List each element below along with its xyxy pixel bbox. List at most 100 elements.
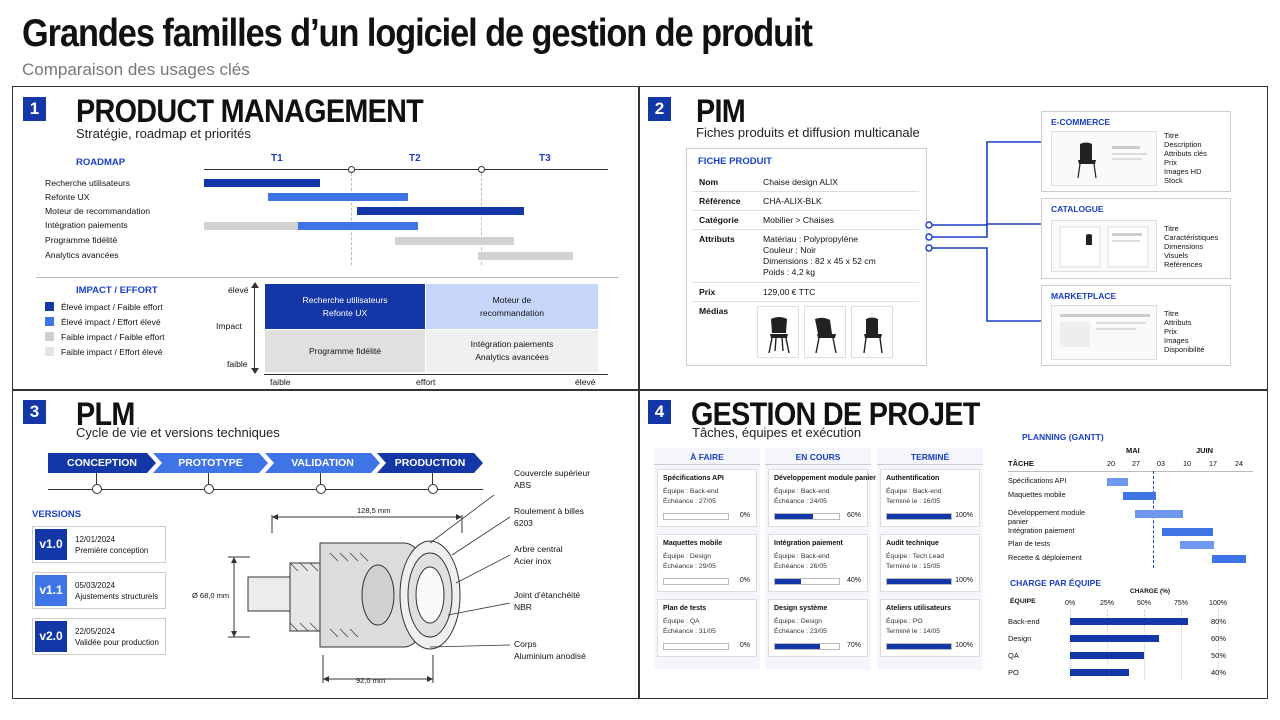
page-title: Grandes familles d’un logiciel de gestio… bbox=[22, 12, 813, 55]
arrow-icon bbox=[251, 368, 259, 374]
dim-top: 128,5 mm bbox=[357, 506, 391, 515]
roadmap-row-label: Analytics avancées bbox=[45, 250, 119, 260]
timeline-node bbox=[316, 484, 326, 494]
team-label: Design bbox=[1008, 634, 1032, 643]
progress-bar bbox=[886, 578, 952, 585]
progress-bar bbox=[774, 513, 840, 520]
progress-fill bbox=[887, 579, 951, 584]
task-team: Équipe : PO bbox=[886, 618, 923, 625]
charge-tick: 0% bbox=[1064, 600, 1076, 607]
media-thumbnail[interactable] bbox=[851, 306, 893, 358]
legend-swatch bbox=[45, 347, 54, 356]
gantt-task-header: TÂCHE bbox=[1008, 459, 1034, 468]
equipe-header: ÉQUIPE bbox=[1010, 598, 1036, 605]
axis-label: élevé bbox=[575, 377, 596, 387]
phase-prototype[interactable]: PROTOTYPE bbox=[153, 453, 268, 473]
media-thumbnail[interactable] bbox=[804, 306, 846, 358]
charge-tick: 100% bbox=[1209, 600, 1227, 607]
phase-conception[interactable]: CONCEPTION bbox=[48, 453, 156, 473]
gantt-bar bbox=[1107, 478, 1128, 486]
task-team: Équipe : Tech Lead bbox=[886, 553, 945, 560]
y-axis bbox=[254, 285, 255, 373]
roadmap-label: ROADMAP bbox=[76, 157, 126, 168]
roadmap-bar bbox=[357, 207, 524, 215]
phase-production[interactable]: PRODUCTION bbox=[377, 453, 483, 473]
kanban-column-title: TERMINÉ bbox=[910, 452, 950, 462]
roadmap-row-label: Moteur de recommandation bbox=[45, 206, 151, 216]
phase-validation[interactable]: VALIDATION bbox=[265, 453, 380, 473]
charge-axis-title: CHARGE (%) bbox=[1130, 588, 1171, 595]
charge-bar bbox=[1070, 652, 1144, 659]
legend-swatch bbox=[45, 317, 54, 326]
roadmap-bar bbox=[478, 252, 573, 260]
x-axis bbox=[264, 374, 608, 375]
gantt-month: MAI bbox=[1126, 446, 1140, 455]
impact-label: IMPACT / EFFORT bbox=[76, 285, 158, 296]
divider-horizontal bbox=[12, 389, 1268, 391]
timeline-node bbox=[92, 484, 102, 494]
charge-bar bbox=[1070, 618, 1189, 625]
task-team: Équipe : Design bbox=[663, 553, 711, 560]
marketplace-preview bbox=[1051, 305, 1157, 360]
kanban-column-title: EN COURS bbox=[795, 452, 841, 462]
progress-value: 70% bbox=[846, 642, 861, 649]
roadmap-guide bbox=[351, 173, 352, 265]
legend-swatch bbox=[45, 332, 54, 341]
section-4-number: 4 bbox=[648, 400, 671, 424]
progress-fill bbox=[775, 514, 814, 519]
gantt-task: Développement module panier bbox=[1008, 508, 1086, 526]
roadmap-row-label: Recherche utilisateurs bbox=[45, 178, 131, 188]
task-team: Équipe : Design bbox=[774, 618, 822, 625]
axis-label: effort bbox=[416, 377, 436, 387]
task-title: Design système bbox=[774, 605, 828, 612]
milestone bbox=[348, 166, 355, 173]
task-title: Authentification bbox=[886, 475, 940, 482]
charge-label: CHARGE PAR ÉQUIPE bbox=[1010, 578, 1101, 588]
dim-bottom: 92,0 mm bbox=[356, 676, 386, 685]
section-2-number: 2 bbox=[648, 97, 671, 121]
task-due: Échéance : 29/05 bbox=[663, 563, 716, 570]
legend-swatch bbox=[45, 302, 54, 311]
gantt-day: 03 bbox=[1157, 459, 1165, 468]
charge-bar bbox=[1070, 635, 1159, 642]
progress-bar bbox=[774, 578, 840, 585]
charge-tick: 50% bbox=[1136, 600, 1151, 607]
progress-fill bbox=[775, 579, 801, 584]
gantt-day: 10 bbox=[1183, 459, 1191, 468]
roadmap-guide bbox=[481, 173, 482, 265]
section-1-title: PRODUCT MANAGEMENT bbox=[76, 93, 424, 129]
gantt-day: 24 bbox=[1235, 459, 1243, 468]
legend-item: Faible impact / Faible effort bbox=[61, 332, 165, 342]
roadmap-row-label: Intégration paiements bbox=[45, 220, 128, 230]
task-team: Équipe : Back-end bbox=[886, 488, 942, 495]
gantt-task: Recette & déploiement bbox=[1008, 553, 1082, 562]
media-thumbnail[interactable] bbox=[757, 306, 799, 358]
task-team: Équipe : Back-end bbox=[774, 488, 830, 495]
progress-bar bbox=[663, 643, 729, 650]
task-title: Plan de tests bbox=[663, 605, 707, 612]
gantt-bar bbox=[1123, 492, 1156, 500]
channel-connectors bbox=[925, 141, 1043, 322]
timeline-axis bbox=[48, 489, 483, 490]
section-4-title: GESTION DE PROJET bbox=[691, 396, 980, 432]
